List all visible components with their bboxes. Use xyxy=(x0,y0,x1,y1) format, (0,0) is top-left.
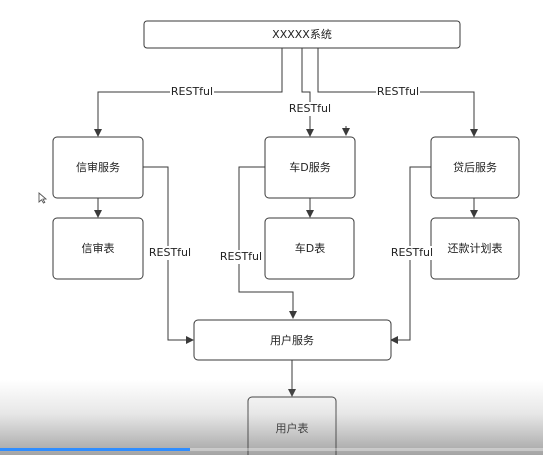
postloan-service-label: 贷后服务 xyxy=(453,160,497,174)
user-service-label: 用户服务 xyxy=(270,333,314,347)
user-table-label: 用户表 xyxy=(276,421,309,435)
postloan-service-node[interactable] xyxy=(430,136,520,199)
system-node[interactable] xyxy=(143,20,461,49)
credit-table-node[interactable] xyxy=(52,217,144,280)
credit-service-label: 信审服务 xyxy=(76,160,120,174)
repayment-table-label: 还款计划表 xyxy=(448,241,503,255)
edge-label-system-car: RESTful xyxy=(289,102,331,115)
car-service-label: 车D服务 xyxy=(289,160,330,174)
mouse-cursor-icon xyxy=(38,192,47,204)
video-progress-bar[interactable] xyxy=(0,448,543,451)
edge-car-to-user xyxy=(238,166,297,319)
credit-service-node[interactable] xyxy=(52,136,144,199)
video-progress-fill xyxy=(0,448,191,451)
edge-label-postloan-user: RESTful xyxy=(391,246,433,259)
edge-label-system-postloan: RESTful xyxy=(377,85,419,98)
edge-label-system-credit: RESTful xyxy=(171,85,213,98)
user-service-node[interactable] xyxy=(193,319,392,361)
car-table-node[interactable] xyxy=(264,217,355,280)
car-service-node[interactable] xyxy=(264,136,356,199)
edge-label-car-user: RESTful xyxy=(220,250,262,263)
car-table-label: 车D表 xyxy=(295,241,325,255)
system-label: XXXXX系统 xyxy=(272,28,332,41)
edge-label-credit-user: RESTful xyxy=(149,246,191,259)
edge-system-to-car xyxy=(301,48,314,137)
credit-table-label: 信审表 xyxy=(82,241,115,255)
